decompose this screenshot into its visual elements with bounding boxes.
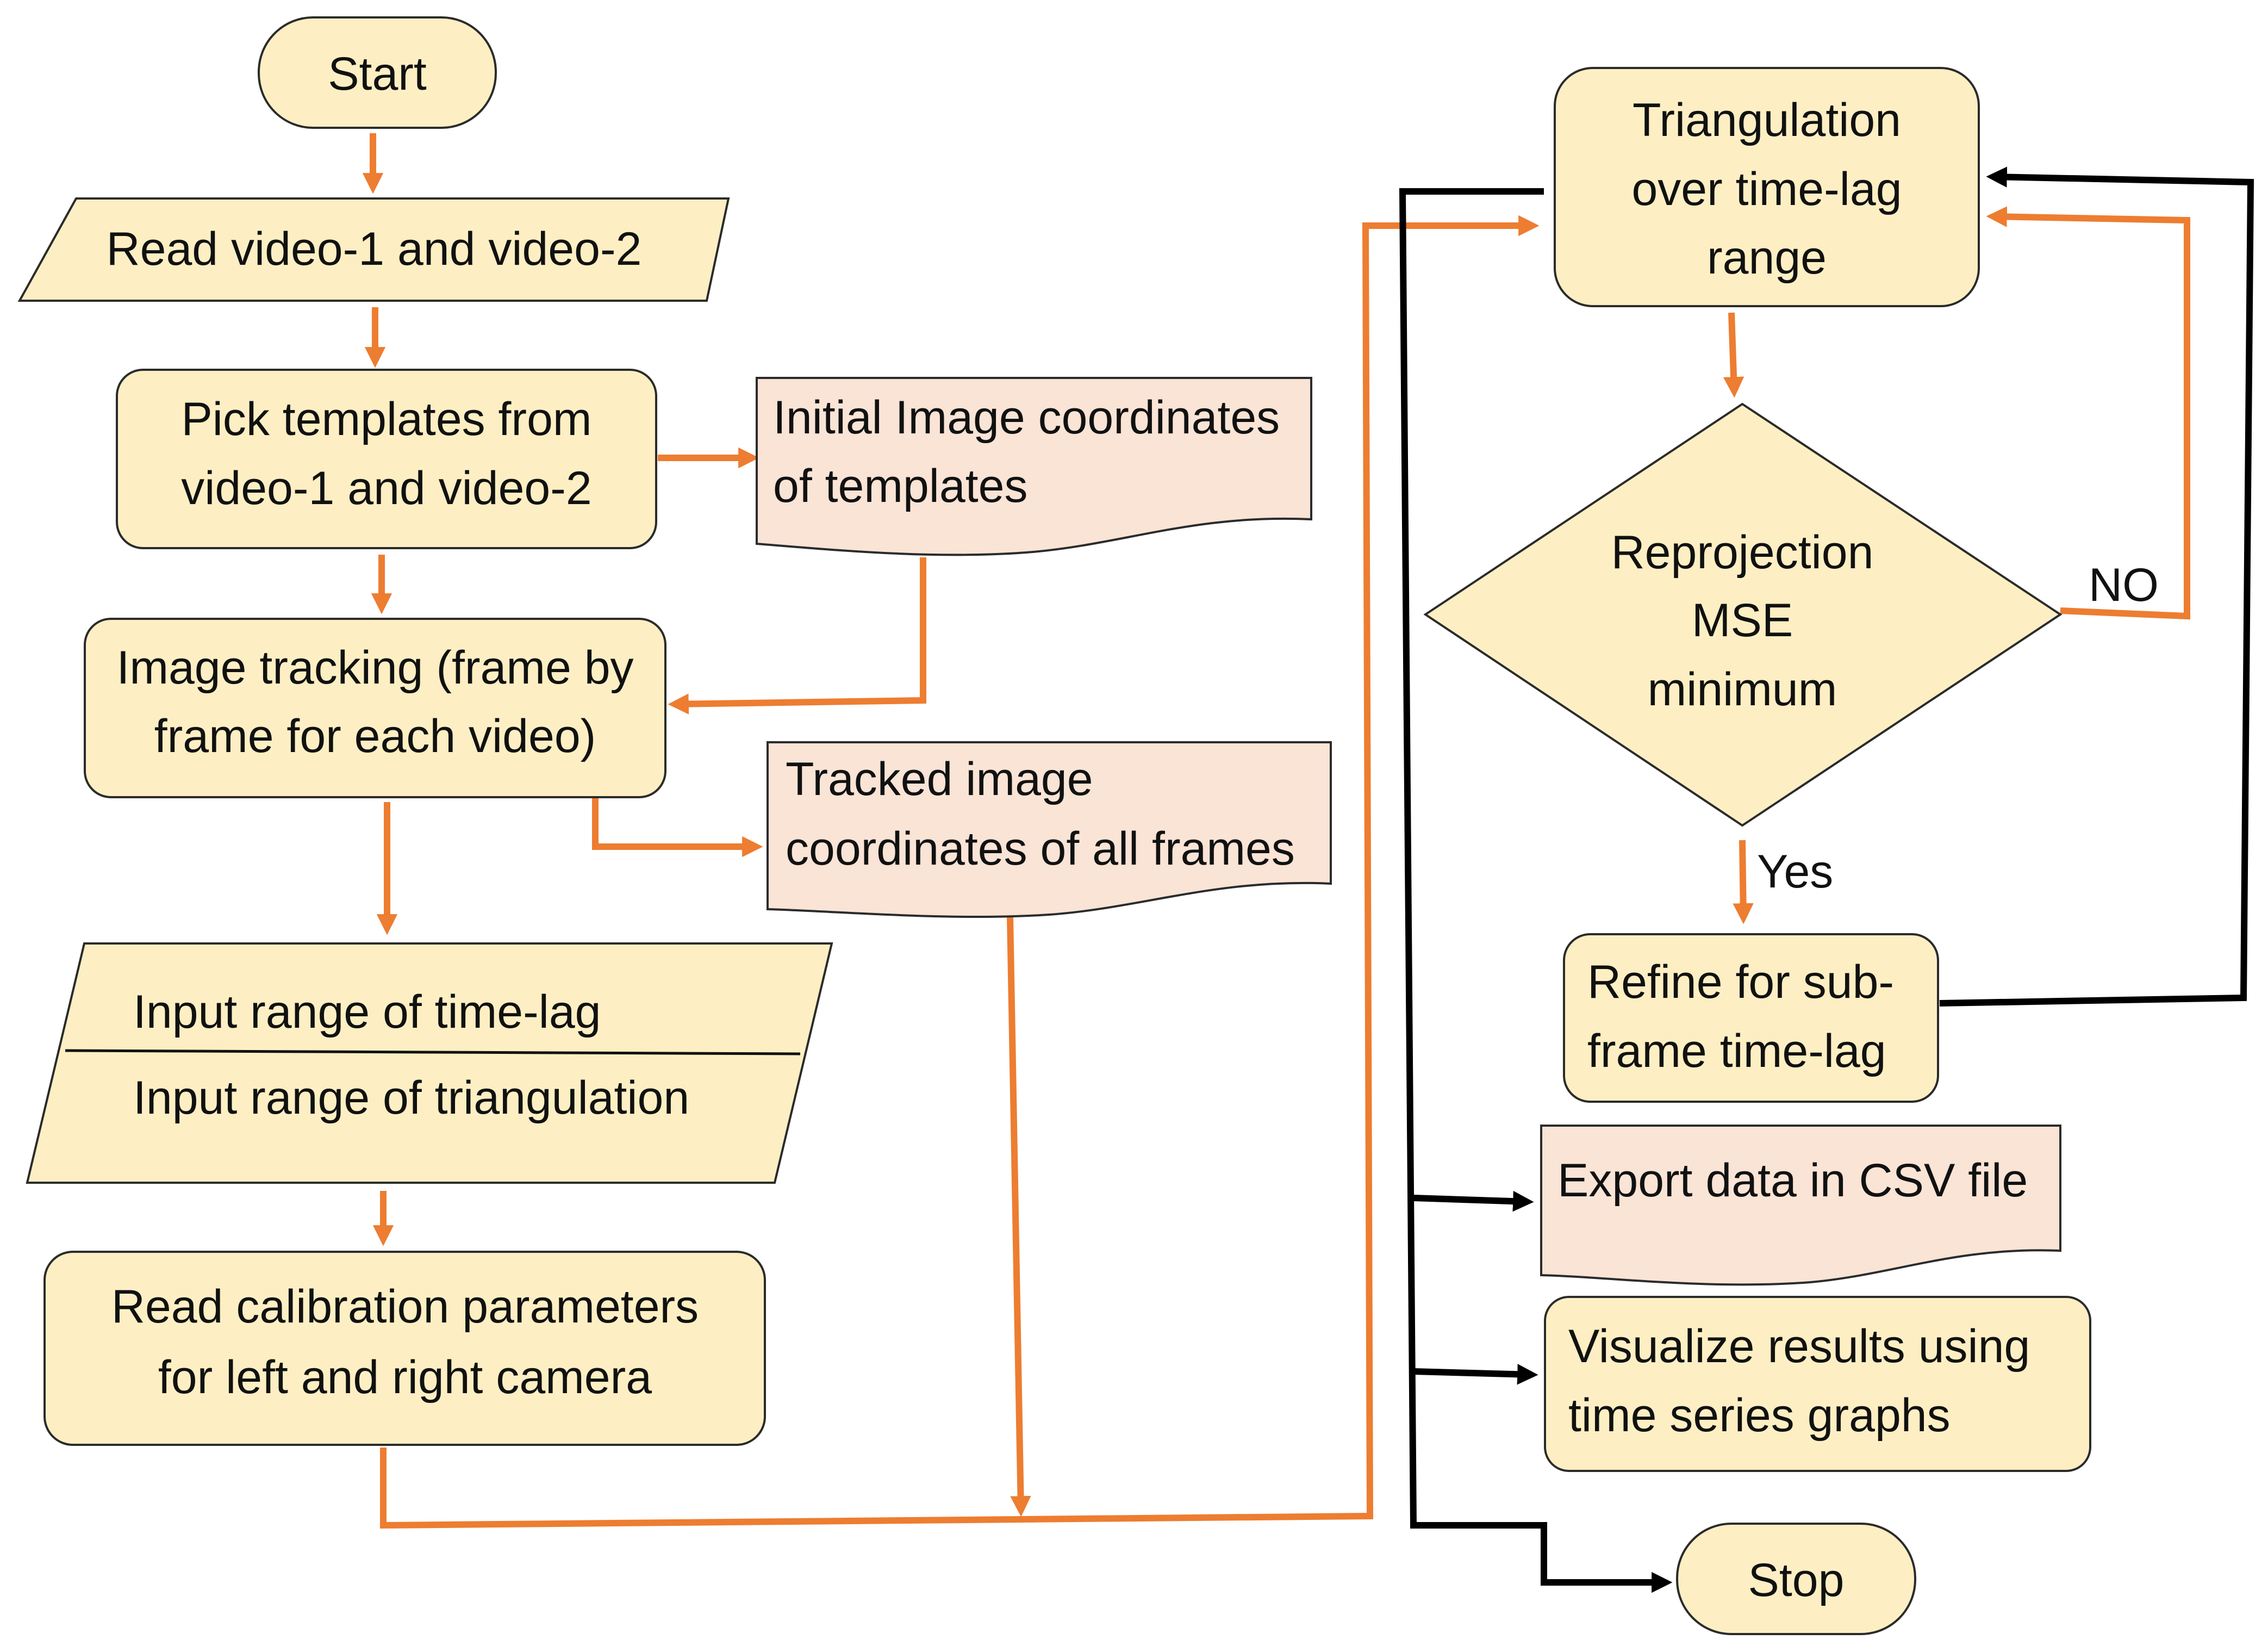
input-triangulation-label: Input range of triangulation — [133, 1072, 689, 1124]
initial-coords-line-1: Initial Image coordinates — [773, 392, 1280, 444]
reprojection-line-1: Reprojection — [1611, 526, 1874, 579]
arrow-to-visualize — [1413, 1364, 1538, 1385]
tracked-coords-line-1: Tracked image — [786, 753, 1093, 805]
visualize-line-2: time series graphs — [1568, 1389, 1951, 1442]
reprojection-line-2: MSE — [1692, 594, 1793, 647]
export-document: Export data in CSV file — [1540, 1125, 2061, 1286]
reprojection-decision: Reprojection MSE minimum — [1423, 402, 2063, 827]
read-calibration-line-2: for left and right camera — [158, 1351, 652, 1403]
pick-templates-process: Pick templates from video-1 and video-2 — [116, 369, 657, 549]
no-label: NO — [2089, 559, 2159, 611]
arrow-initial-coords-to-image-tracking — [668, 557, 926, 715]
read-video-io: Read video-1 and video-2 — [17, 197, 730, 302]
stop-terminal: Stop — [1676, 1523, 1916, 1635]
image-tracking-process: Image tracking (frame by frame for each … — [84, 618, 666, 798]
export-label: Export data in CSV file — [1557, 1154, 2028, 1207]
triangulation-process: Triangulation over time-lag range — [1554, 67, 1980, 307]
yes-label: Yes — [1757, 846, 1833, 898]
arrow-image-tracking-to-tracked-coords — [592, 797, 763, 858]
arrow-tracked-coords-to-merge — [1007, 916, 1031, 1517]
triangulation-line-2: over time-lag — [1631, 163, 1902, 215]
arrow-triangulation-to-reprojection — [1723, 312, 1744, 398]
arrow-refine-back-to-triangulation — [1939, 166, 2254, 1007]
refine-line-1: Refine for sub- — [1587, 956, 1894, 1008]
tracked-coords-document: Tracked image coordinates of all frames — [767, 741, 1332, 918]
start-label: Start — [328, 48, 427, 100]
arrow-reprojection-yes-to-refine — [1733, 840, 1754, 924]
arrow-calibration-to-triangulation — [380, 215, 1540, 1529]
visualize-line-1: Visualize results using — [1568, 1320, 2030, 1372]
read-calibration-process: Read calibration parameters for left and… — [43, 1251, 766, 1446]
input-ranges-divider — [65, 1049, 801, 1055]
triangulation-line-3: range — [1707, 232, 1827, 284]
initial-coords-line-2: of templates — [773, 460, 1027, 512]
reprojection-line-3: minimum — [1648, 663, 1837, 716]
stop-label: Stop — [1748, 1554, 1845, 1606]
arrow-to-export — [1413, 1190, 1534, 1212]
image-tracking-line-1: Image tracking (frame by — [116, 642, 633, 694]
pick-templates-line-2: video-1 and video-2 — [181, 462, 591, 514]
input-ranges-io: Input range of time-lag Input range of t… — [26, 942, 833, 1184]
pick-templates-line-1: Pick templates from — [181, 393, 591, 445]
visualize-process: Visualize results using time series grap… — [1544, 1296, 2091, 1472]
initial-coords-document: Initial Image coordinates of templates — [756, 377, 1312, 556]
line-triangulation-to-outputs — [1399, 188, 1673, 1593]
image-tracking-line-2: frame for each video) — [154, 710, 596, 762]
input-time-lag-label: Input range of time-lag — [133, 986, 601, 1038]
refine-process: Refine for sub- frame time-lag — [1563, 933, 1939, 1103]
connectors — [362, 133, 2254, 1593]
read-video-label: Read video-1 and video-2 — [107, 223, 642, 275]
arrow-reprojection-no-loop — [1986, 206, 2190, 620]
read-calibration-line-1: Read calibration parameters — [111, 1281, 699, 1333]
start-terminal: Start — [258, 16, 497, 129]
triangulation-line-1: Triangulation — [1633, 94, 1901, 146]
tracked-coords-line-2: coordinates of all frames — [786, 823, 1295, 875]
refine-line-2: frame time-lag — [1587, 1025, 1886, 1077]
